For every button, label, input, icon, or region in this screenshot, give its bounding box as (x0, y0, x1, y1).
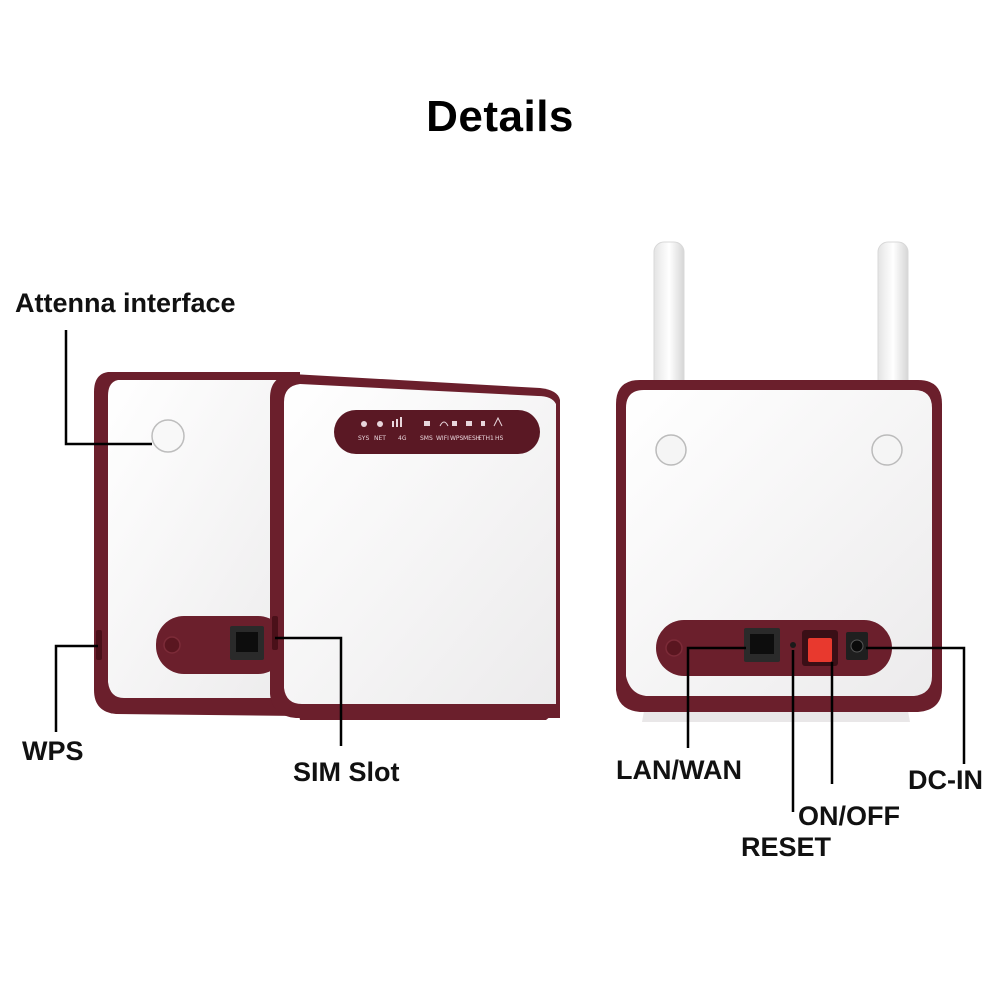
wps-button (96, 630, 102, 660)
callout-line-antenna (64, 330, 152, 446)
led-icons (361, 416, 503, 427)
callout-dc-in: DC-IN (908, 765, 983, 795)
sim-slot (272, 616, 278, 650)
led-label-hs: HS (495, 435, 504, 442)
callout-line-lan (686, 646, 746, 748)
callout-wps: WPS (22, 736, 84, 766)
callout-lines (54, 330, 966, 812)
callout-lan-wan: LAN/WAN (616, 755, 742, 785)
on-off-button (808, 638, 832, 662)
led-label-wifi: WIFI (436, 435, 449, 442)
antenna-interface-port (151, 419, 185, 453)
callout-reset: RESET (741, 832, 832, 862)
callout-line-dcin (866, 646, 966, 764)
page-title: Details (426, 92, 574, 141)
led-indicator-strip (334, 410, 540, 454)
led-label-mesh: MESH (463, 435, 480, 442)
led-label-4g: 4G (398, 435, 407, 442)
callout-sim-slot: SIM Slot (293, 757, 400, 787)
callout-line-wps (54, 644, 98, 732)
led-label-net: NET (374, 435, 386, 442)
led-label-sys: SYS (358, 435, 369, 442)
router-right-back (616, 241, 942, 722)
callout-on-off: ON/OFF (798, 801, 900, 831)
callout-antenna-interface: Attenna interface (15, 288, 236, 318)
callout-line-sim (275, 636, 343, 746)
led-label-wps: WPS (450, 435, 464, 442)
led-label-eth1: ETH1 (478, 435, 494, 442)
router-middle-front: SYS NET 4G SMS WIFI WPS MESH ETH1 HS (270, 374, 560, 720)
led-label-sms: SMS (420, 435, 433, 442)
reset-hole (790, 642, 796, 648)
